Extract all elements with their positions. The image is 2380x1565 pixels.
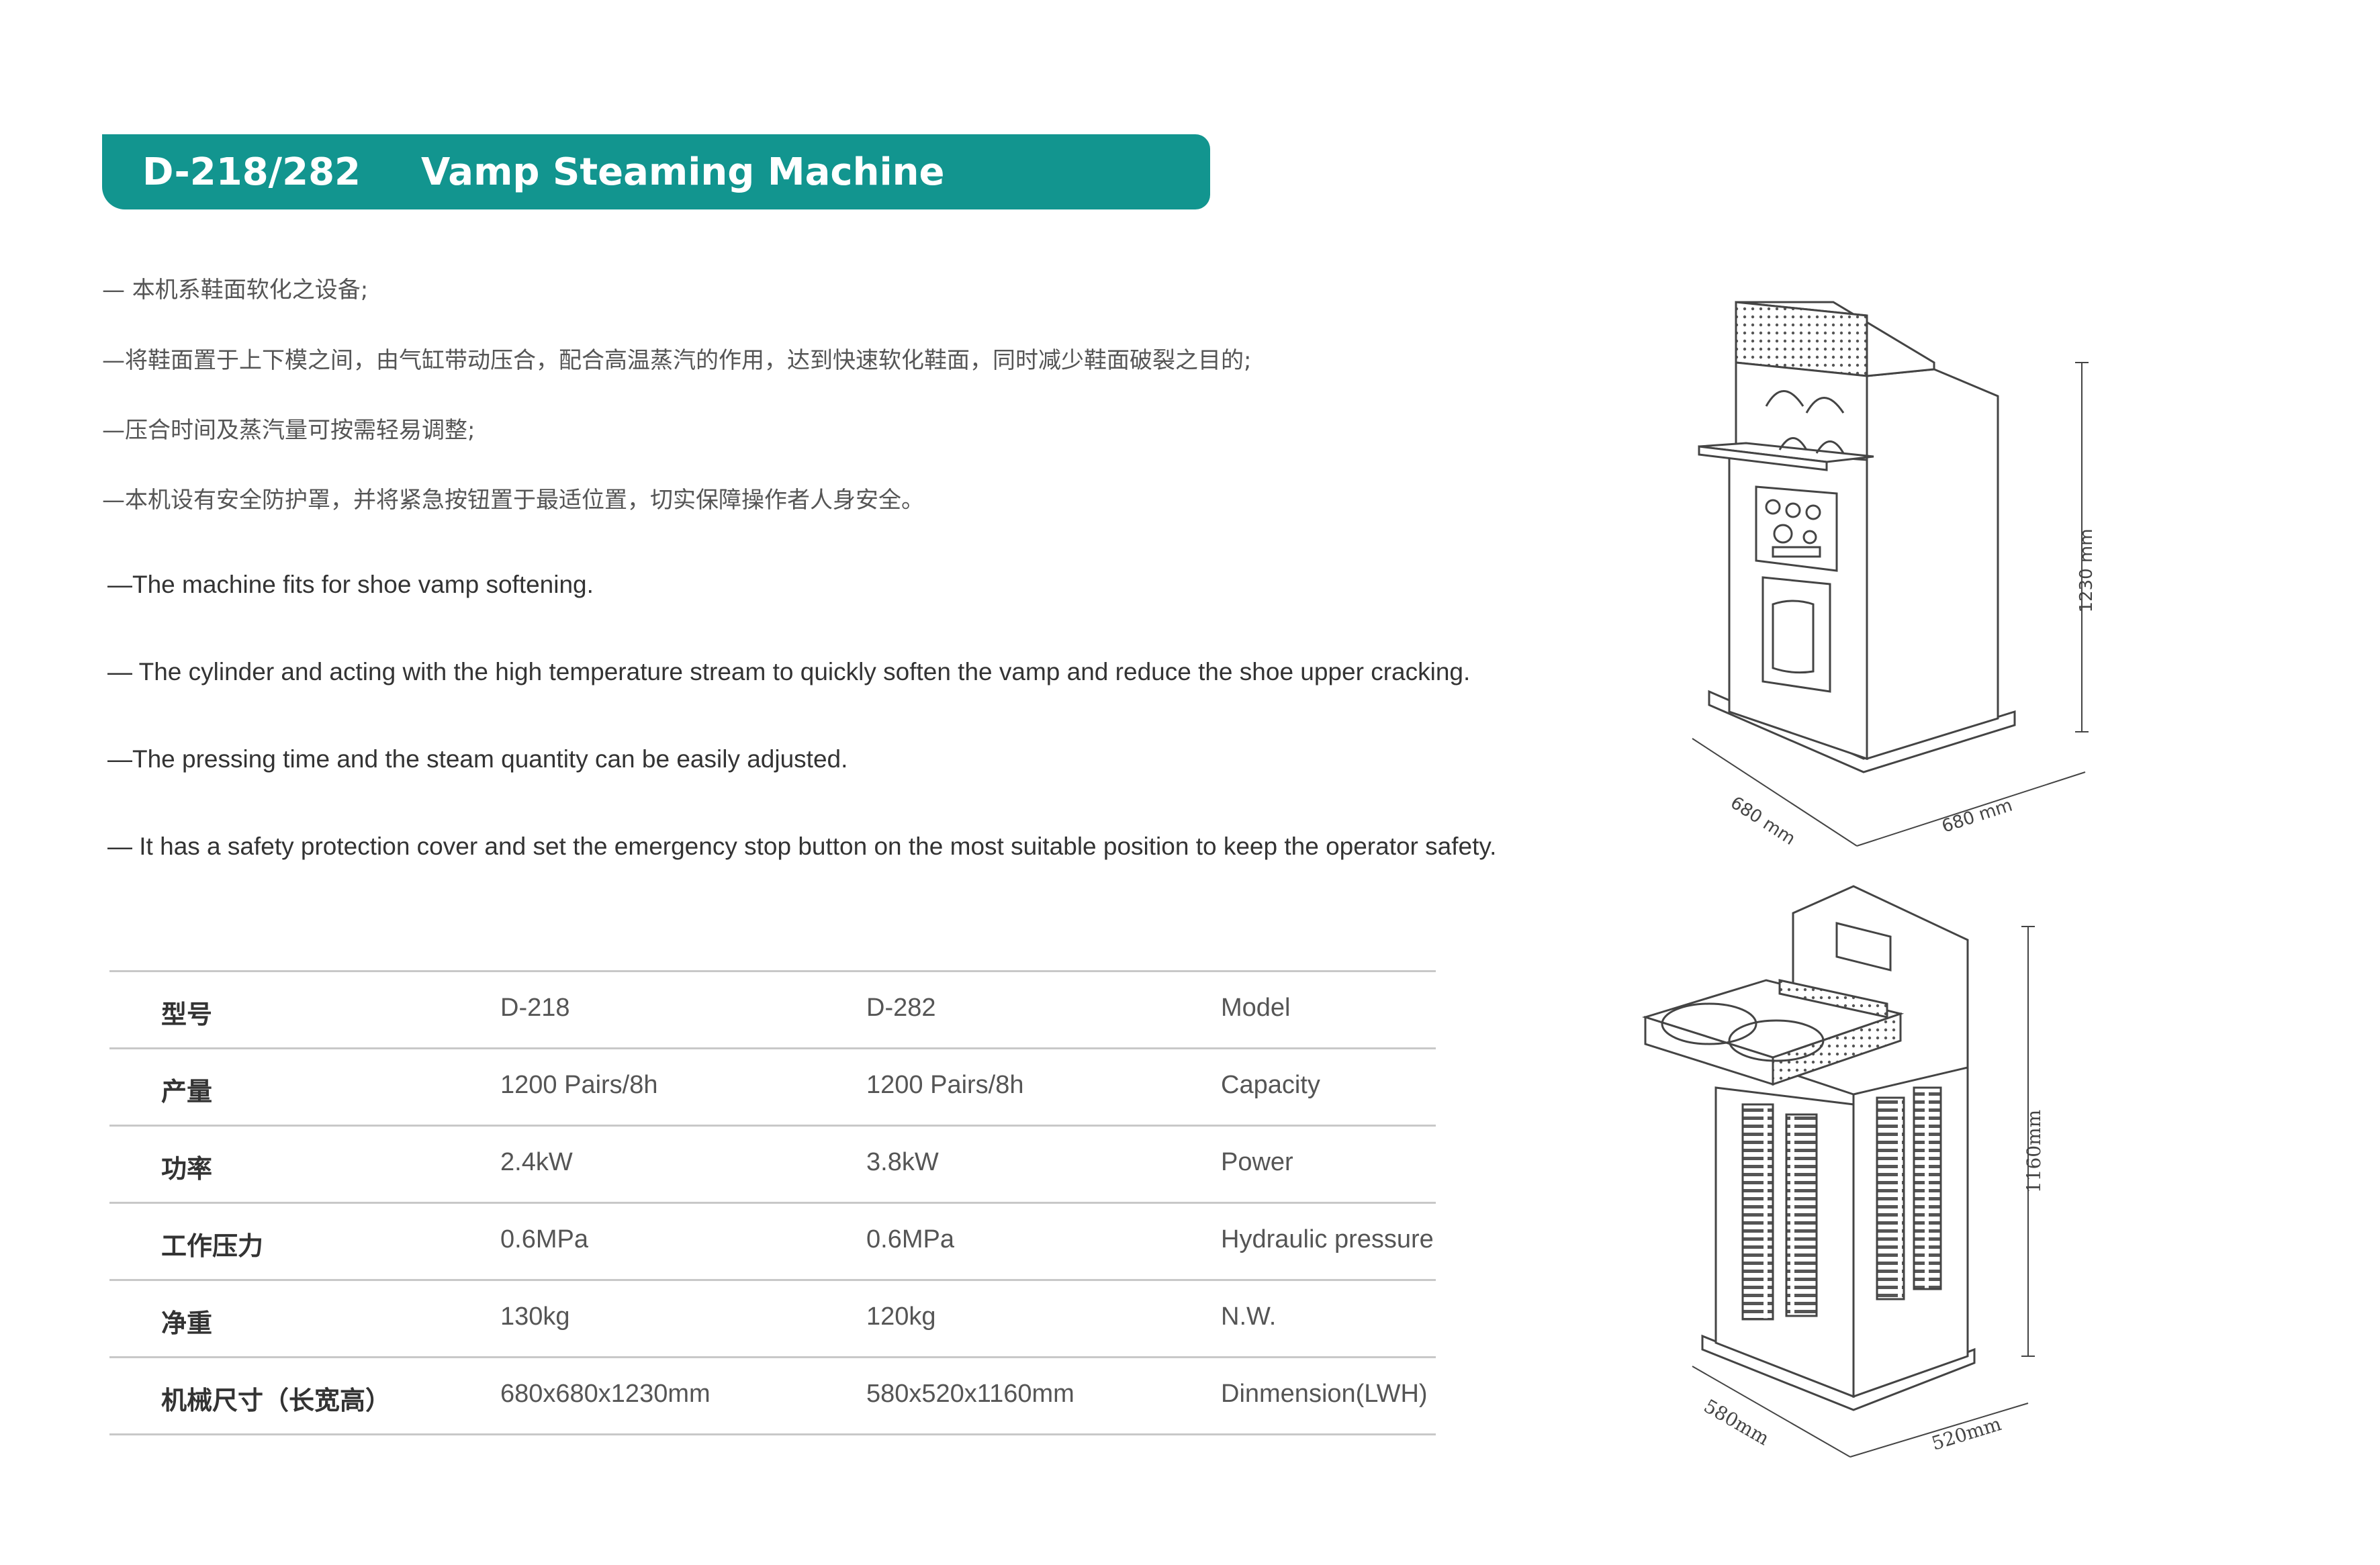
feature-en-1: —The machine fits for shoe vamp softenin… — [107, 571, 594, 598]
spec-row-power: 功率 2.4kW 3.8kW Power — [109, 1125, 1436, 1202]
dim-width-label: 520mm — [1929, 1413, 2004, 1455]
spec-label-en: Model — [1221, 994, 1291, 1022]
dim-width-label: 680 mm — [1939, 796, 2015, 837]
spec-value-d282: 3.8kW — [866, 1148, 939, 1176]
feature-en-3: —The pressing time and the steam quantit… — [107, 745, 848, 773]
feature-en-2: — The cylinder and acting with the high … — [107, 658, 1471, 685]
product-name: Vamp Steaming Machine — [421, 150, 945, 194]
dim-height-label: 1230 mm — [2076, 528, 2097, 612]
spec-row-model: 型号 D-218 D-282 Model — [109, 970, 1436, 1047]
spec-label-cn: 产量 — [161, 1077, 213, 1106]
spec-label-cn: 型号 — [161, 1000, 213, 1029]
feature-cn-4: —本机设有安全防护罩，并将紧急按钮置于最适位置，切实保障操作者人身安全。 — [102, 487, 924, 514]
feature-cn-1: — 本机系鞋面软化之设备; — [102, 277, 369, 303]
spec-value-d282: 580x520x1160mm — [866, 1380, 1074, 1408]
spec-value-d282: 0.6MPa — [866, 1225, 954, 1253]
spec-value-d218: 0.6MPa — [500, 1225, 588, 1253]
machine-drawing-d282: 1160mm 580mm 520mm — [1641, 885, 2045, 1458]
spec-label-en: N.W. — [1221, 1302, 1277, 1331]
spec-table: 型号 D-218 D-282 Model 产量 1200 Pairs/8h 12… — [109, 970, 1436, 1435]
model-number: D-218/282 — [142, 150, 361, 194]
spec-label-cn: 机械尺寸（长宽高） — [161, 1386, 392, 1415]
spec-value-d282: D-282 — [866, 994, 936, 1022]
spec-label-en: Hydraulic pressure — [1221, 1225, 1434, 1253]
title-banner: D-218/282 Vamp Steaming Machine — [102, 134, 1210, 209]
spec-label-cn: 工作压力 — [161, 1231, 264, 1261]
spec-label-cn: 净重 — [161, 1309, 213, 1338]
feature-cn-3: —压合时间及蒸汽量可按需轻易调整; — [102, 417, 475, 444]
spec-row-pressure: 工作压力 0.6MPa 0.6MPa Hydraulic pressure — [109, 1202, 1436, 1279]
spec-value-d218: D-218 — [500, 994, 570, 1022]
feature-en-4: — It has a safety protection cover and s… — [107, 833, 1497, 860]
spec-row-weight: 净重 130kg 120kg N.W. — [109, 1279, 1436, 1356]
spec-row-capacity: 产量 1200 Pairs/8h 1200 Pairs/8h Capacity — [109, 1047, 1436, 1125]
spec-row-dimension: 机械尺寸（长宽高） 680x680x1230mm 580x520x1160mm … — [109, 1356, 1436, 1435]
spec-label-en: Power — [1221, 1148, 1293, 1176]
dim-length-label: 580mm — [1700, 1394, 1774, 1450]
spec-value-d218: 130kg — [500, 1302, 570, 1331]
spec-value-d282: 1200 Pairs/8h — [866, 1071, 1024, 1099]
spec-value-d218: 1200 Pairs/8h — [500, 1071, 658, 1099]
spec-value-d218: 680x680x1230mm — [500, 1380, 711, 1408]
spec-value-d282: 120kg — [866, 1302, 936, 1331]
spec-label-cn: 功率 — [161, 1154, 213, 1184]
spec-label-en: Capacity — [1221, 1071, 1320, 1099]
machine-drawing-d218: 1230 mm 680 mm 680 mm — [1692, 301, 2097, 849]
dim-height-label: 1160mm — [2023, 1110, 2045, 1193]
feature-cn-2: —将鞋面置于上下模之间，由气缸带动压合，配合高温蒸汽的作用，达到快速软化鞋面，同… — [102, 347, 1252, 374]
spec-value-d218: 2.4kW — [500, 1148, 573, 1176]
spec-label-en: Dinmension(LWH) — [1221, 1380, 1428, 1408]
